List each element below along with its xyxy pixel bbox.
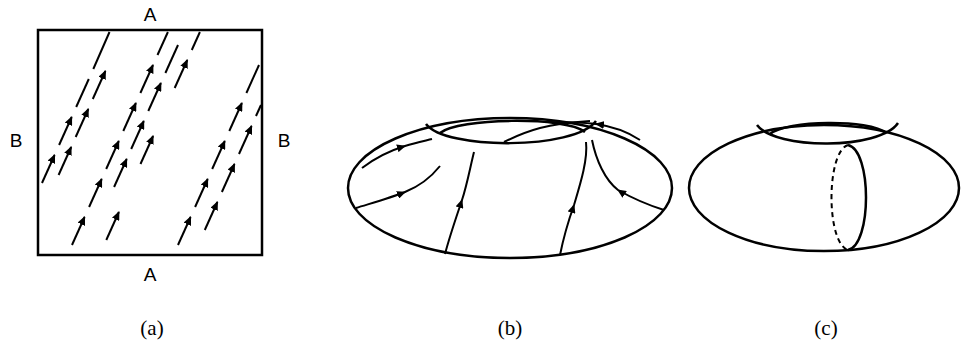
flow-dash bbox=[239, 126, 252, 154]
torus-outline bbox=[348, 118, 672, 258]
flow-dash bbox=[76, 109, 89, 137]
flow-dash bbox=[212, 141, 225, 169]
square-frame bbox=[38, 30, 262, 255]
panel-label: (a) bbox=[140, 318, 163, 339]
flow-dash bbox=[123, 103, 136, 131]
flow-curve bbox=[560, 142, 586, 255]
flow-dash bbox=[72, 217, 85, 245]
edge-label: B bbox=[10, 131, 23, 150]
panel-label: (b) bbox=[498, 318, 523, 339]
flow-dash bbox=[222, 164, 235, 192]
flow-dash bbox=[59, 147, 72, 175]
flow-curve bbox=[362, 139, 432, 168]
flow-dash bbox=[178, 217, 191, 245]
flow-dash bbox=[175, 60, 188, 88]
edge-label: A bbox=[144, 5, 157, 24]
flow-curve bbox=[504, 121, 590, 142]
flow-curve bbox=[445, 152, 474, 254]
flow-dash bbox=[229, 103, 242, 131]
edge-label: B bbox=[278, 131, 291, 150]
flow-dash bbox=[106, 212, 119, 240]
flow-dash bbox=[246, 65, 259, 93]
torus-hole-lip bbox=[426, 121, 596, 143]
flow-dash bbox=[131, 121, 144, 149]
flow-dash bbox=[42, 155, 55, 183]
flow-dash bbox=[106, 141, 119, 169]
flow-dash bbox=[89, 179, 102, 207]
flow-dash bbox=[93, 71, 106, 99]
flow-dash bbox=[256, 105, 261, 116]
edge-label: A bbox=[144, 265, 157, 284]
flow-dashes bbox=[42, 32, 261, 245]
flow-curve bbox=[356, 166, 440, 208]
flow-dash bbox=[76, 79, 89, 107]
torus-c bbox=[689, 123, 959, 251]
flow-dash bbox=[192, 32, 200, 50]
torus-hole-lip bbox=[757, 123, 898, 144]
flow-dash bbox=[114, 159, 127, 187]
flow-curve bbox=[592, 140, 664, 210]
flow-dash bbox=[141, 136, 154, 164]
flow-dash bbox=[140, 65, 153, 93]
meridian-front bbox=[848, 145, 866, 250]
flow-dash bbox=[158, 32, 168, 55]
torus-hole-top bbox=[770, 123, 886, 134]
meridian-back bbox=[832, 145, 849, 250]
torus-b bbox=[348, 118, 672, 258]
flow-curves bbox=[356, 121, 664, 255]
flow-dash bbox=[205, 202, 218, 230]
flow-dash bbox=[165, 45, 178, 73]
flow-dash bbox=[148, 83, 161, 111]
flow-dash bbox=[59, 117, 72, 145]
panel-label: (c) bbox=[814, 318, 837, 339]
flow-dash bbox=[195, 179, 208, 207]
flow-dash bbox=[93, 32, 109, 69]
